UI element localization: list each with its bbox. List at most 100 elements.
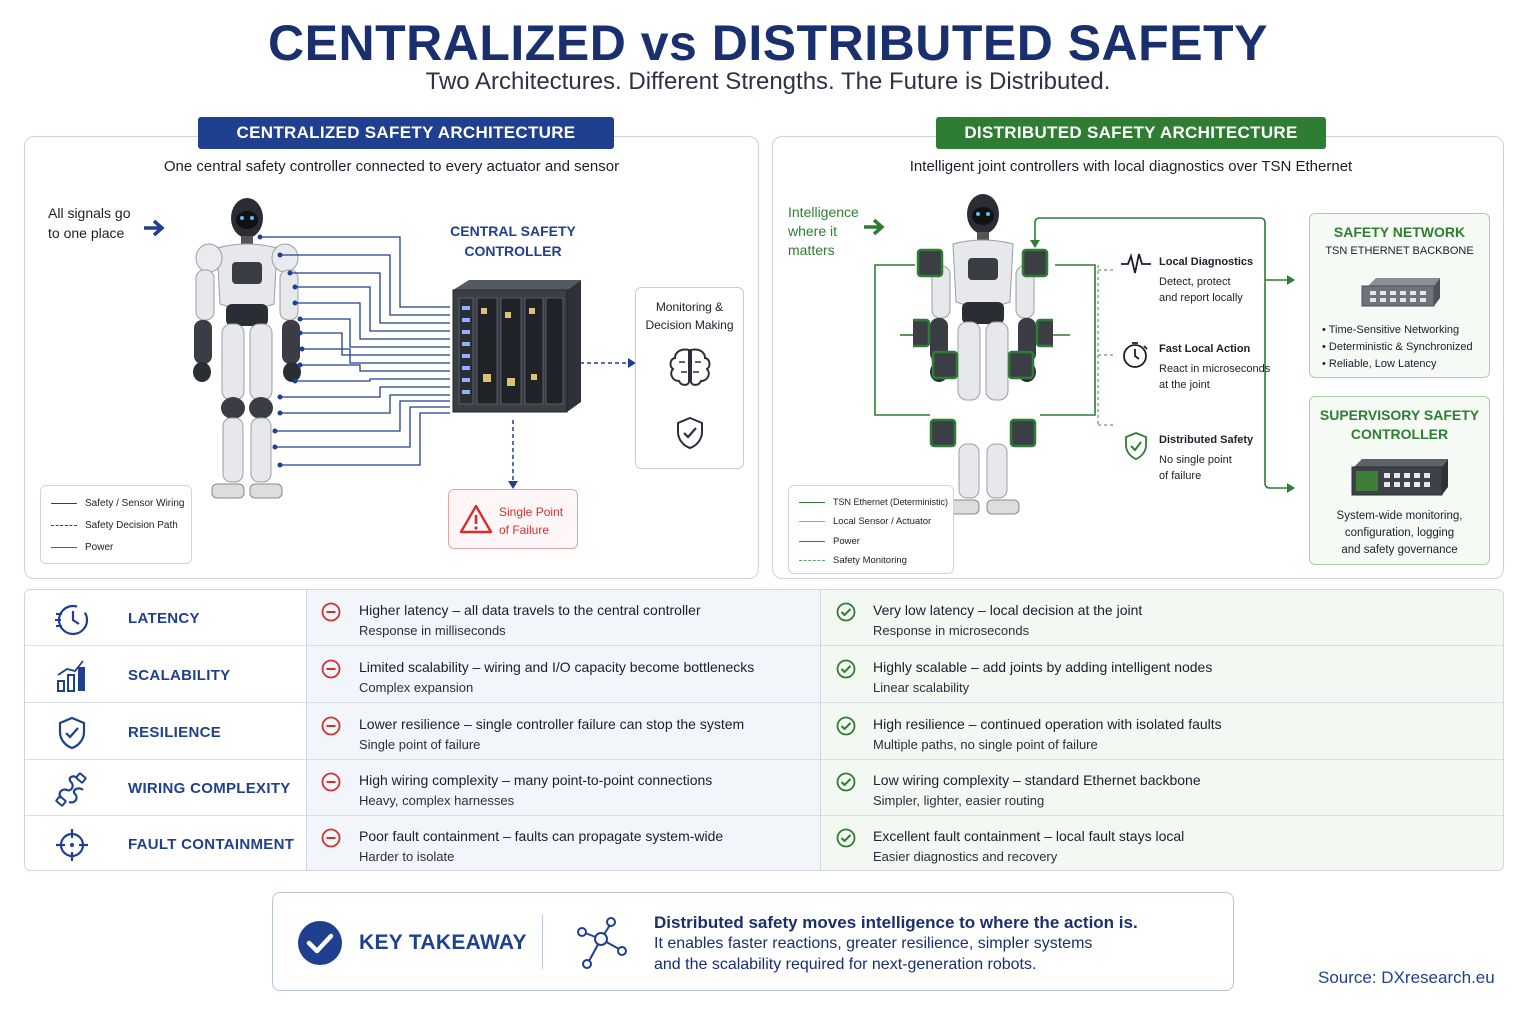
centralized-callout: All signals go to one place: [48, 203, 131, 243]
takeaway-text: and the scalability required for next-ge…: [654, 956, 1037, 973]
check-circle-icon: [836, 602, 856, 622]
monitoring-label: Monitoring & Decision Making: [636, 298, 743, 334]
distributed-cell-sub: Response in microseconds: [873, 623, 1030, 638]
supervisory-title-line: CONTROLLER: [1350, 426, 1449, 442]
central-controller-label: CENTRAL SAFETY CONTROLLER: [442, 221, 584, 261]
legend-label: Safety / Sensor Wiring: [85, 498, 185, 509]
tsn-ethernet-network: [874, 217, 1295, 493]
row-category: SCALABILITY: [128, 667, 231, 684]
legend-item: Power: [51, 542, 113, 553]
legend-label: Power: [833, 536, 860, 547]
central-cell-sub: Complex expansion: [359, 680, 474, 695]
feature-desc: Detect, protect: [1159, 276, 1231, 288]
legend-swatch: [799, 521, 825, 522]
table-row: WIRING COMPLEXITY High wiring complexity…: [25, 760, 1503, 816]
bullet-text: Reliable, Low Latency: [1328, 358, 1437, 370]
central-cell-sub: Harder to isolate: [359, 849, 455, 864]
distributed-column-bg: [820, 590, 1503, 870]
distributed-cell-sub: Easier diagnostics and recovery: [873, 849, 1058, 864]
supervisory-title: SUPERVISORY SAFETY CONTROLLER: [1310, 406, 1489, 444]
bullet-item: • Deterministic & Synchronized: [1322, 341, 1473, 353]
centralized-legend: Safety / Sensor Wiring Safety Decision P…: [40, 485, 192, 564]
network-nodes-icon: [577, 917, 627, 969]
brain-icon: [669, 348, 711, 386]
check-badge-icon: [298, 921, 342, 965]
feature-desc: at the joint: [1159, 379, 1210, 391]
distributed-callout: Intelligence where it matters: [788, 203, 859, 260]
bullet-item: • Time-Sensitive Networking: [1322, 324, 1460, 336]
distributed-legend: TSN Ethernet (Deterministic) Local Senso…: [788, 485, 954, 574]
feature-title: Distributed Safety: [1159, 434, 1254, 446]
central-cell-main: Limited scalability – wiring and I/O cap…: [359, 659, 755, 675]
table-row: RESILIENCE Lower resilience – single con…: [25, 704, 1503, 760]
callout-line: All signals go: [48, 205, 131, 221]
warning-icon: [459, 504, 493, 534]
legend-item: Safety Decision Path: [51, 520, 178, 531]
feature-desc: React in microseconds: [1159, 363, 1271, 375]
source-credit: Source: DXresearch.eu: [1318, 968, 1495, 987]
feature-title: Local Diagnostics: [1159, 256, 1254, 268]
legend-label: Safety Monitoring: [833, 555, 907, 566]
check-circle-icon: [836, 828, 856, 848]
centralized-banner: CENTRALIZED SAFETY ARCHITECTURE: [198, 117, 614, 149]
legend-item: Power: [799, 536, 860, 547]
column-divider: [820, 590, 821, 870]
legend-label: TSN Ethernet (Deterministic): [833, 497, 949, 507]
table-row: LATENCY Higher latency – all data travel…: [25, 590, 1503, 646]
takeaway-divider: [542, 915, 543, 969]
row-category: RESILIENCE: [128, 724, 222, 741]
central-cell-main: Higher latency – all data travels to the…: [359, 602, 701, 618]
takeaway-label: KEY TAKEAWAY: [359, 931, 527, 954]
minus-circle-icon: [321, 659, 341, 679]
safety-network-subtitle: TSN ETHERNET BACKBONE: [1325, 245, 1474, 257]
safety-network-box: SAFETY NETWORK TSN ETHERNET BACKBONE • T…: [1309, 213, 1490, 378]
check-circle-icon: [836, 716, 856, 736]
distributed-banner: DISTRIBUTED SAFETY ARCHITECTURE: [936, 117, 1326, 149]
humanoid-robot-distributed: [913, 194, 1053, 515]
distributed-cell-sub: Simpler, lighter, easier routing: [873, 793, 1045, 808]
central-cell-main: Poor fault containment – faults can prop…: [359, 828, 724, 844]
legend-item: Local Sensor / Actuator: [799, 516, 931, 527]
supervisory-desc-line: configuration, logging: [1344, 527, 1455, 539]
controller-label-line: CONTROLLER: [464, 243, 562, 259]
feature-desc: of failure: [1159, 470, 1202, 482]
feature-desc: No single point: [1159, 454, 1232, 466]
row-category: WIRING COMPLEXITY: [128, 780, 291, 797]
supervisory-controller-icon: [1351, 459, 1448, 496]
monitoring-line: Decision Making: [645, 318, 734, 332]
table-row: FAULT CONTAINMENT Poor fault containment…: [25, 816, 1503, 870]
legend-label: Power: [85, 542, 114, 553]
bullet-item: • Reliable, Low Latency: [1322, 358, 1437, 370]
safety-network-title: SAFETY NETWORK: [1333, 224, 1466, 240]
central-cell-sub: Single point of failure: [359, 737, 481, 752]
legend-swatch: [51, 547, 77, 548]
distributed-cell-sub: Multiple paths, no single point of failu…: [873, 737, 1098, 752]
page-subtitle: Two Architectures. Different Strengths. …: [425, 68, 1111, 95]
supervisory-desc-line: and safety governance: [1341, 544, 1458, 556]
legend-label: Local Sensor / Actuator: [833, 516, 932, 527]
clock-icon: [55, 604, 89, 636]
distributed-cell-main: Excellent fault containment – local faul…: [873, 828, 1185, 844]
central-cell-sub: Heavy, complex harnesses: [359, 793, 515, 808]
safety-network-bullets: • Time-Sensitive Networking • Determinis…: [1322, 322, 1473, 373]
shield-check-icon: [1125, 432, 1147, 460]
legend-swatch: [799, 560, 825, 561]
supervisory-title-line: SUPERVISORY SAFETY: [1319, 407, 1480, 423]
central-cell-main: High wiring complexity – many point-to-p…: [359, 772, 713, 788]
centralized-description: One central safety controller connected …: [163, 158, 620, 175]
check-circle-icon: [836, 772, 856, 792]
row-category: FAULT CONTAINMENT: [128, 836, 295, 853]
legend-label: Safety Decision Path: [85, 520, 178, 531]
callout-line: matters: [788, 242, 835, 258]
bullet-text: Deterministic & Synchronized: [1328, 341, 1473, 353]
distributed-cell-sub: Linear scalability: [873, 680, 970, 695]
distributed-cell-main: Highly scalable – add joints by adding i…: [873, 659, 1213, 675]
minus-circle-icon: [321, 772, 341, 792]
single-point-failure-box: Single Point of Failure: [448, 489, 578, 549]
crosshair-icon: [56, 829, 88, 861]
legend-item: Safety Monitoring: [799, 555, 907, 566]
legend-swatch: [51, 503, 77, 504]
minus-circle-icon: [321, 602, 341, 622]
bar-chart-icon: [57, 660, 85, 692]
stopwatch-icon: [1123, 342, 1148, 368]
